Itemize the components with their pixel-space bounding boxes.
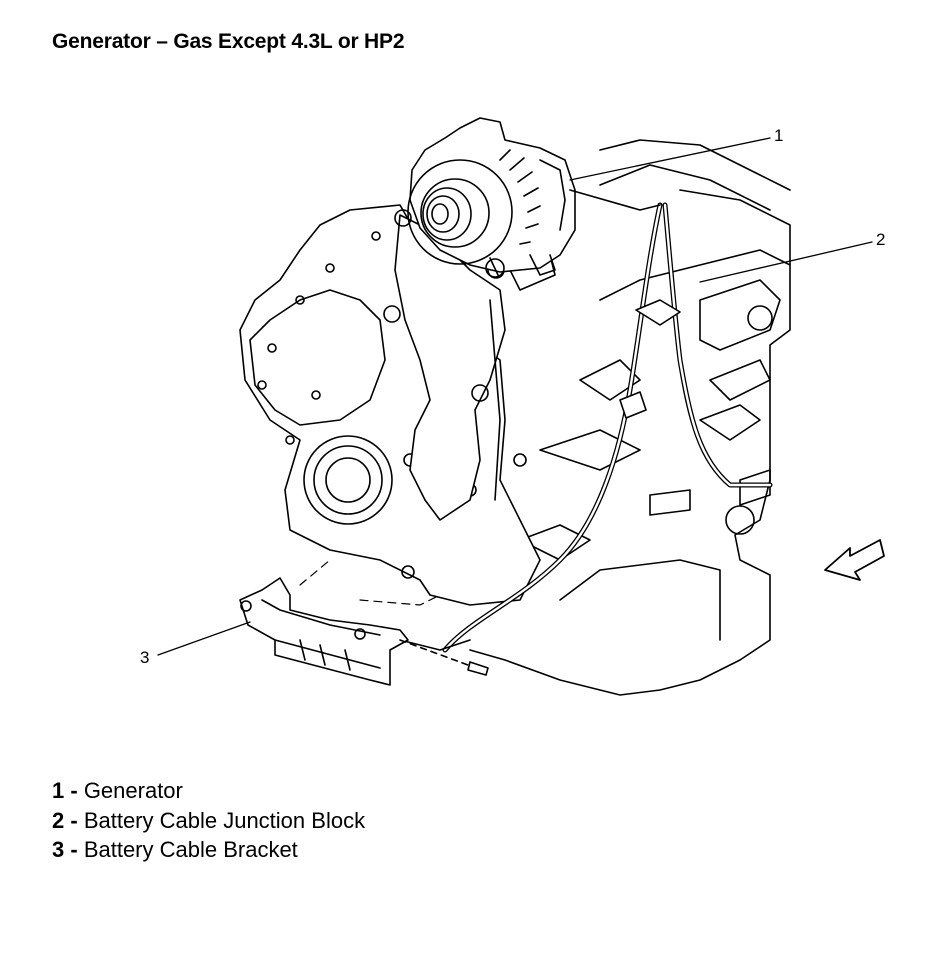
legend-item-cable-bracket: 3 - Battery Cable Bracket (52, 835, 365, 865)
legend-label: Battery Cable Junction Block (83, 807, 366, 833)
callout-leaders (157, 137, 873, 656)
legend-separator: - (64, 807, 84, 833)
parts-legend: 1 - Generator 2 - Battery Cable Junction… (52, 776, 365, 865)
assembly-guide-lines (299, 559, 441, 606)
legend-separator: - (64, 778, 84, 803)
callout-2: 2 (876, 230, 885, 249)
legend-label: Battery Cable Bracket (83, 837, 298, 862)
battery-cable-bracket-drawing (239, 577, 489, 686)
generator-bracket (383, 209, 556, 521)
callout-1: 1 (774, 126, 783, 145)
legend-item-generator: 1 - Generator (52, 776, 365, 806)
engine-illustration: 1 2 3 (140, 117, 885, 696)
legend-label: Generator (83, 778, 183, 803)
legend-number: 3 (52, 837, 65, 862)
legend-number: 2 (52, 807, 65, 833)
generator-drawing (407, 117, 576, 278)
page-title: Generator – Gas Except 4.3L or HP2 (52, 30, 405, 53)
front-direction-arrow (824, 539, 885, 581)
engine-block (469, 139, 791, 696)
legend-item-junction-block: 2 - Battery Cable Junction Block (52, 806, 365, 836)
battery-cable (399, 189, 773, 653)
legend-number: 1 (52, 778, 65, 803)
legend-separator: - (64, 837, 84, 862)
callout-3: 3 (140, 648, 149, 667)
